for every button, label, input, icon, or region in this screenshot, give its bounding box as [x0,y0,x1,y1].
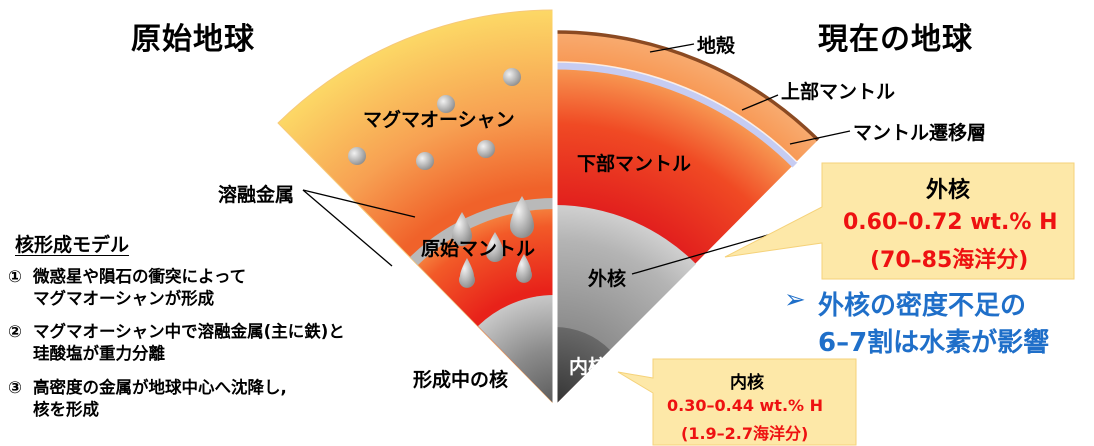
model-step-1-number: ① [8,267,22,286]
metal-diapir [458,258,475,288]
inner-core-callout-oceans: (1.9–2.7海洋分) [681,424,809,443]
model-step-2-number: ② [8,322,22,341]
metal-diapir [486,232,504,262]
metal-droplet [416,152,434,170]
forming-core [478,294,555,405]
metal-droplet [437,95,455,113]
outer-core-label: 外核 [588,268,627,290]
inner-core-callout-box [617,358,857,446]
lower-mantle-label: 下部マントル [577,153,692,175]
transition-zone-label: マントル遷移層 [853,122,987,144]
leader-transition-zone [789,130,851,145]
crust-line [554,30,820,142]
left-title: 原始地球 [131,22,255,57]
outer-core-callout-box [724,162,1075,280]
metal-diapir [510,196,534,238]
current-earth-section [554,30,820,405]
primitive-earth-section [277,9,556,407]
conclusion-arrow: ➢ [784,285,806,315]
right-title: 現在の地球 [818,22,973,57]
metal-diapir [452,212,472,246]
outer-core-callout-title: 外核 [926,178,971,203]
transition-zone-edge [554,61,798,163]
metal-droplet [477,140,495,158]
leader-crust [649,43,695,53]
metal-diapir [516,254,532,283]
magma-ocean-label: マグマオーシャン [363,109,515,131]
conclusion-line-1: 外核の密度不足の [818,291,1027,321]
transition-zone-band [554,62,798,168]
primitive-mantle-label: 原始マントル [421,238,536,260]
conclusion-line-2: 6–7割は水素が影響 [818,328,1050,358]
inner-core [555,327,610,405]
outer-core-callout-value: 0.60–0.72 wt.% H [843,210,1058,235]
metal-droplet [503,68,521,86]
metal-droplet [348,147,366,165]
model-step-3-line-2: 核を形成 [33,400,99,419]
leader-upper-mantle [741,94,779,111]
model-step-1-line-1: 微惑星や隕石の衝突によって [33,267,247,286]
molten-metal-label: 溶融金属 [218,184,295,206]
inner-core-callout-title: 内核 [730,373,764,393]
model-step-1-line-2: マグマオーシャンが形成 [33,289,215,308]
outer-core-callout-oceans: (70–85海洋分) [870,248,1029,273]
inner-core-callout-value: 0.30–0.44 wt.% H [667,396,824,415]
upper-mantle-label: 上部マントル [781,81,896,103]
inner-core-label: 内核 [569,356,608,378]
model-step-3-number: ③ [8,378,22,397]
crust-label: 地殻 [697,35,736,57]
forming-core-label: 形成中の核 [413,369,509,391]
leader-molten-metal-2 [302,189,393,267]
leader-molten-metal-1 [302,189,416,218]
model-step-2-line-2: 珪酸塩が重力分離 [33,344,165,363]
model-step-3-line-1: 高密度の金属が地球中心へ沈降し, [33,378,287,397]
model-step-2-line-1: マグマオーシャン中で溶融金属(主に鉄)と [33,322,345,341]
model-title: 核形成モデル [15,234,130,256]
